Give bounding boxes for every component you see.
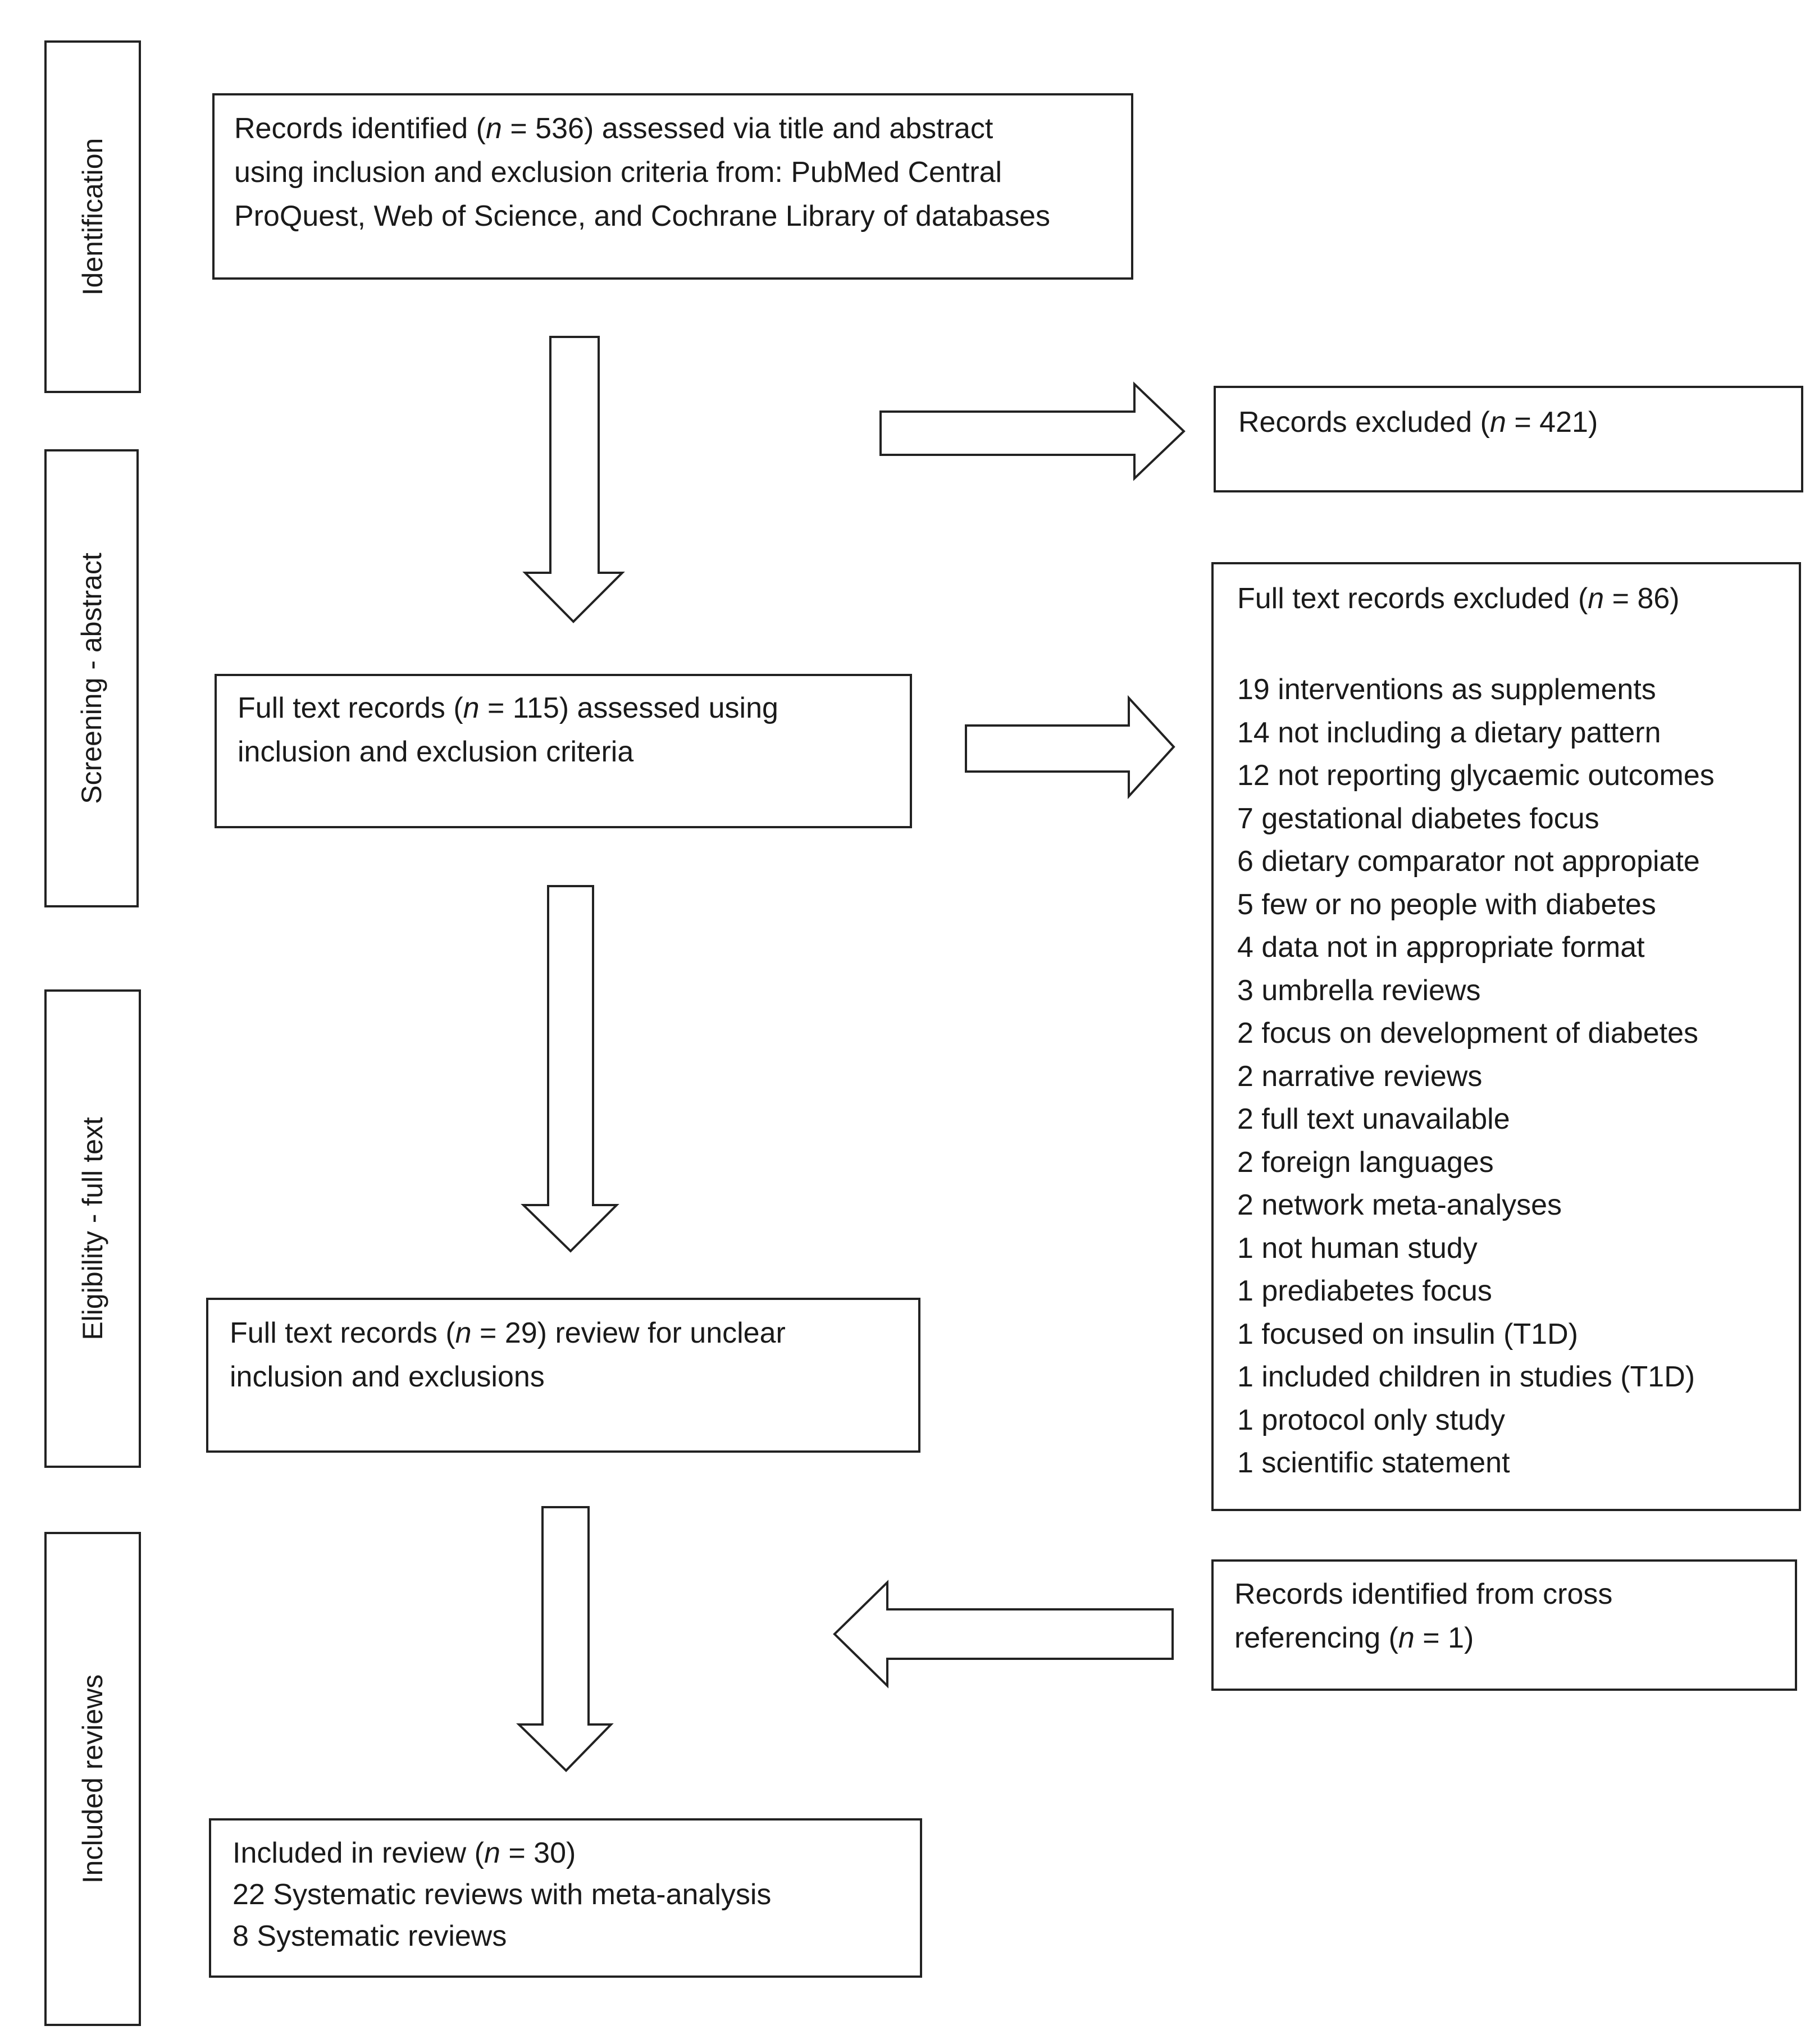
list-item: 14 not including a dietary pattern	[1237, 716, 1661, 749]
list-item: 1 included children in studies (T1D)	[1237, 1361, 1695, 1393]
cross-ref-line2: referencing (n = 1)	[1234, 1622, 1474, 1654]
fulltext-excluded-box	[1211, 562, 1801, 1511]
list-item: 1 scientific statement	[1237, 1447, 1510, 1479]
arrow-down-1	[522, 336, 625, 623]
list-item: 12 not reporting glycaemic outcomes	[1237, 759, 1715, 792]
records-identified-line3: ProQuest, Web of Science, and Cochrane L…	[234, 200, 1050, 232]
list-item: 4 data not in appropriate format	[1237, 931, 1645, 964]
list-item: 2 focus on development of diabetes	[1237, 1017, 1699, 1050]
list-item: 2 narrative reviews	[1237, 1060, 1483, 1093]
list-item: 1 focused on insulin (T1D)	[1237, 1317, 1578, 1350]
fulltext-review-line2: inclusion and exclusions	[230, 1361, 545, 1393]
list-item: 1 protocol only study	[1237, 1403, 1505, 1436]
records-identified-line2: using inclusion and exclusion criteria f…	[234, 156, 1002, 189]
list-item: 7 gestational diabetes focus	[1237, 802, 1599, 835]
list-item: 19 interventions as supplements	[1237, 673, 1656, 706]
list-item: 2 network meta-analyses	[1237, 1189, 1562, 1221]
list-item: 6 dietary comparator not appropiate	[1237, 845, 1700, 878]
records-excluded-text: Records excluded (n = 421)	[1238, 406, 1598, 439]
fulltext-assessed-box	[215, 674, 912, 828]
fulltext-review-line1: Full text records (n = 29) review for un…	[230, 1317, 786, 1349]
stage-included: Included reviews	[44, 1532, 141, 2026]
cross-ref-text: Records identified from cross referencin…	[1234, 1572, 1612, 1660]
stage-identification: Identification	[44, 40, 141, 393]
records-excluded-box	[1214, 386, 1803, 492]
fulltext-review-text: Full text records (n = 29) review for un…	[230, 1311, 786, 1399]
arrow-down-2	[521, 885, 619, 1253]
included-line1: Included in review (n = 30)	[232, 1837, 576, 1869]
records-identified-line1: Records identified (n = 536) assessed vi…	[234, 112, 993, 145]
included-text: Included in review (n = 30) 22 Systemati…	[232, 1832, 771, 1957]
records-identified-text: Records identified (n = 536) assessed vi…	[234, 107, 1050, 238]
list-item: 5 few or no people with diabetes	[1237, 888, 1656, 921]
list-item: 1 prediabetes focus	[1237, 1275, 1492, 1307]
list-item: 2 full text unavailable	[1237, 1103, 1510, 1135]
fulltext-excluded-title: Full text records excluded (n = 86)	[1237, 582, 1680, 615]
list-item: 1 not human study	[1237, 1231, 1478, 1265]
fulltext-assessed-text: Full text records (n = 115) assessed usi…	[238, 686, 778, 774]
arrow-right-excluded	[879, 381, 1186, 481]
fulltext-assessed-line2: inclusion and exclusion criteria	[238, 736, 634, 768]
stage-eligibility: Eligibility - full text	[44, 989, 141, 1468]
cross-ref-line1: Records identified from cross	[1234, 1578, 1613, 1610]
stage-screening: Screening - abstract	[44, 449, 139, 907]
included-box	[209, 1818, 922, 1978]
arrow-right-fulltext-excluded	[965, 695, 1175, 800]
list-item: 2 foreign languages	[1237, 1146, 1494, 1179]
exclusion-reasons-list: 19 interventions as supplements 14 not i…	[1237, 668, 1715, 1485]
fulltext-review-box	[206, 1298, 920, 1453]
fulltext-assessed-line1: Full text records (n = 115) assessed usi…	[238, 692, 778, 724]
arrow-left-cross-ref	[833, 1580, 1174, 1689]
list-item: 3 umbrella reviews	[1237, 974, 1481, 1007]
included-line3: 8 Systematic reviews	[232, 1920, 507, 1952]
cross-ref-box	[1211, 1559, 1797, 1691]
included-line2: 22 Systematic reviews with meta-analysis	[232, 1878, 772, 1911]
records-identified-box	[212, 93, 1133, 280]
arrow-down-3	[516, 1506, 614, 1772]
